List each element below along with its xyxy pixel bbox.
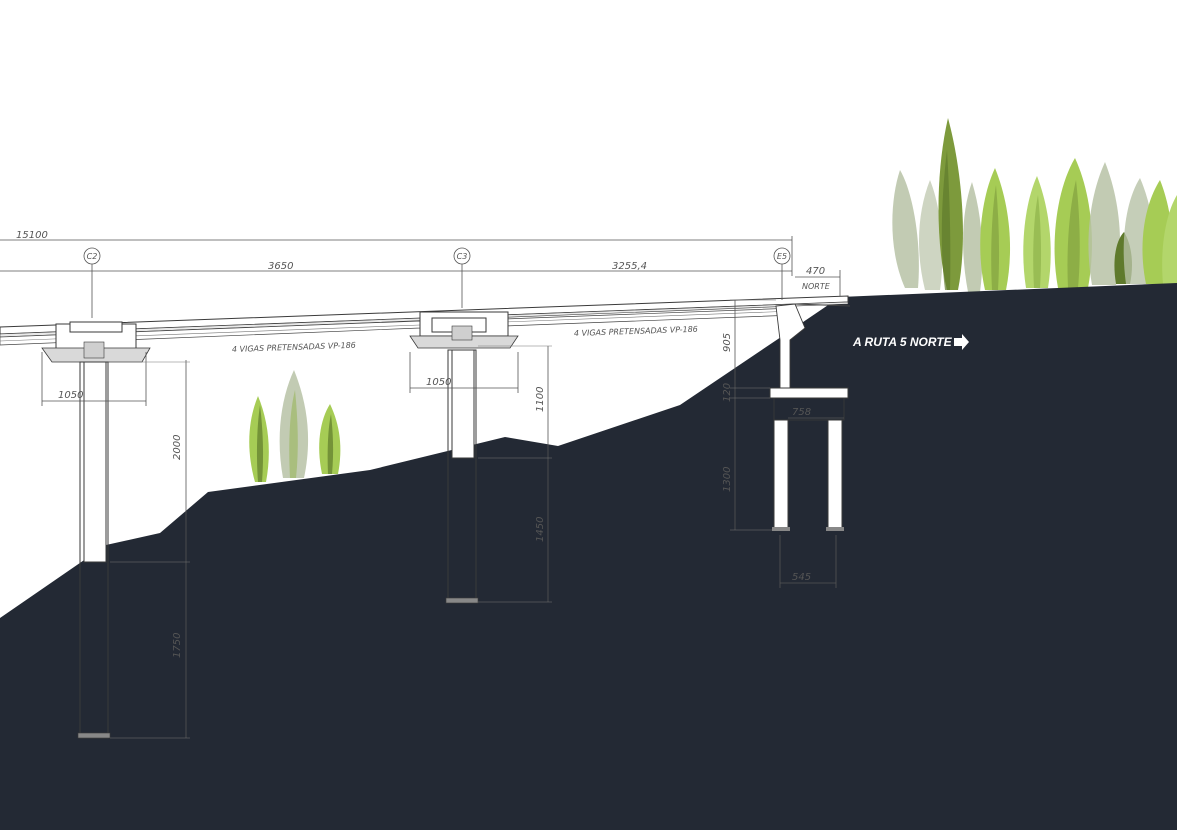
arrow-right-icon — [954, 334, 969, 350]
dimension-abutment-offset: 470 — [806, 266, 825, 277]
terrain-ground — [0, 283, 1177, 830]
dimension-abutment-wall: 905 — [722, 333, 733, 352]
tree — [1023, 176, 1051, 288]
pier-c3 — [409, 311, 519, 604]
north-label: NORTE — [802, 282, 831, 291]
tree — [319, 404, 341, 474]
tree — [963, 182, 983, 292]
dimension-abutment-piles: 1300 — [722, 467, 733, 492]
tree — [1162, 195, 1177, 284]
pier-c2-dimensions — [41, 352, 190, 739]
dimension-abutment-pile-spacing: 545 — [792, 572, 811, 583]
tree-row-valley — [249, 370, 341, 482]
tree — [980, 168, 1011, 290]
tree — [249, 396, 269, 482]
tree — [1088, 162, 1121, 285]
axis-markers: C2 C3 E5 — [0, 236, 793, 318]
dimension-pier-c2-upper: 2000 — [172, 435, 183, 460]
tree — [938, 118, 963, 290]
tree-row-right — [892, 118, 1177, 292]
pier-c3-dimensions — [409, 345, 552, 603]
dimension-pier-cap-c2: 1050 — [58, 390, 83, 401]
axis-label-c2: C2 — [87, 252, 98, 261]
axis-label-c3: C3 — [457, 252, 468, 261]
dimension-pier-c3-upper: 1100 — [535, 387, 546, 412]
tree — [918, 180, 943, 290]
beam-label-span-1: 4 VIGAS PRETENSADAS VP-186 — [232, 341, 356, 354]
dimension-span-c2-c3: 3650 — [268, 261, 293, 272]
tree — [1054, 158, 1092, 288]
dimension-pier-c3-lower: 1450 — [535, 517, 546, 542]
dimension-overall-length: 15100 — [16, 230, 48, 241]
tree — [892, 170, 919, 288]
axis-label-e5: E5 — [777, 252, 787, 261]
dimension-pier-cap-c3: 1050 — [426, 377, 451, 388]
dimension-abutment-cap-width: 758 — [792, 407, 811, 418]
pier-c2 — [41, 321, 151, 739]
dimension-span-c3-e5: 3255,4 — [612, 261, 647, 272]
abutment-e5 — [769, 303, 849, 531]
beam-label-span-2: 4 VIGAS PRETENSADAS VP-186 — [574, 325, 698, 338]
dimension-abutment-cap: 120 — [722, 383, 733, 402]
route-callout-label: A RUTA 5 NORTE — [852, 335, 953, 349]
tree — [279, 370, 309, 478]
dimension-pier-c2-lower: 1750 — [172, 633, 183, 658]
abutment-dimensions — [730, 299, 844, 588]
